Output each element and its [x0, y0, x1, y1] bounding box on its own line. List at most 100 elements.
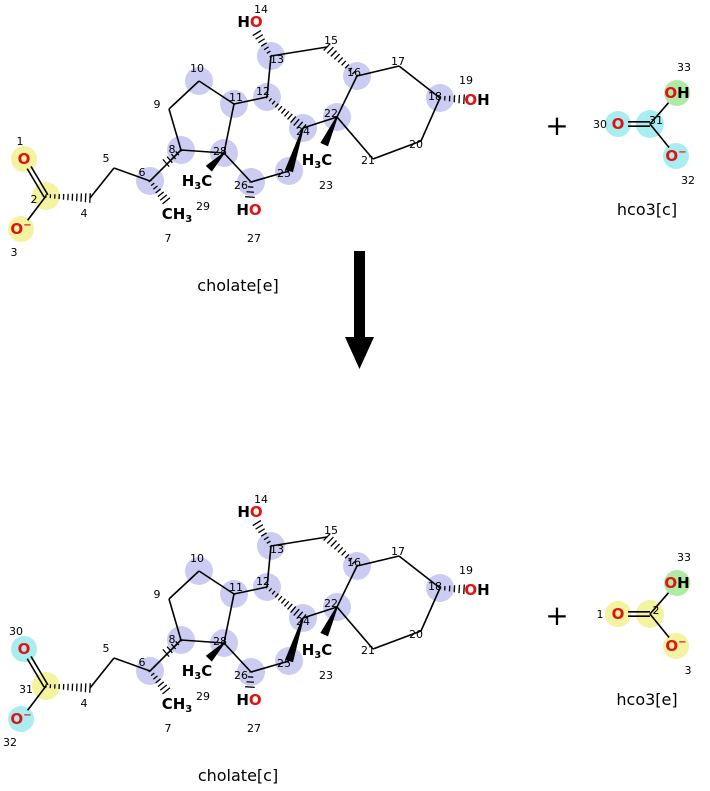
atom-map-number: 25 [277, 167, 291, 180]
atom-map-number: 15 [324, 34, 338, 47]
bond [168, 598, 182, 641]
atom-map-number: 13 [270, 543, 284, 556]
atom-map-number: 18 [428, 580, 442, 593]
hash-bond [271, 590, 276, 595]
hash-bond [290, 606, 297, 613]
reaction-arrow-icon [345, 251, 374, 369]
molecule-label-hco3-c: hco3[c] [617, 200, 677, 219]
hash-bond [155, 678, 162, 684]
bond [250, 170, 290, 183]
atom-symbol: HO [237, 13, 262, 31]
bond [372, 140, 422, 160]
hash-bond [266, 540, 271, 544]
hash-bond [277, 105, 283, 111]
hash-bond [333, 53, 341, 60]
bond [113, 167, 151, 182]
bond [30, 166, 49, 196]
atom-symbol: H3C [182, 172, 213, 192]
atom-symbol: O− [10, 220, 31, 238]
atom-map-number: 33 [677, 551, 691, 564]
atom-map-number: 5 [103, 642, 110, 655]
atom-map-number: 31 [649, 114, 663, 127]
atom-highlight-cyn [663, 143, 689, 169]
atom-symbol: OH [664, 574, 689, 592]
hash-bond [245, 686, 255, 689]
atom-map-number: 14 [254, 493, 268, 506]
hash-bond [162, 687, 171, 695]
atom-map-number: 28 [213, 635, 227, 648]
hash-bond [175, 641, 180, 646]
atom-highlight-grn [664, 570, 690, 596]
hash-bond [265, 585, 269, 589]
atom-symbol: CH3 [162, 695, 193, 715]
atom-map-number: 20 [409, 138, 423, 151]
bond [26, 168, 45, 198]
hash-bond [246, 191, 255, 193]
hash-bond [162, 158, 170, 168]
hash-bond [246, 681, 255, 683]
bond [649, 102, 670, 125]
plus-sign-top: + [545, 109, 568, 142]
hash-bond [170, 153, 177, 160]
atom-map-number: 20 [409, 628, 423, 641]
bond [270, 536, 328, 547]
hash-bond [258, 528, 266, 534]
atom-map-number: 2 [31, 193, 38, 206]
hash-bond [283, 600, 290, 607]
atom-map-number: 6 [139, 656, 146, 669]
atom-map-number: 11 [229, 91, 243, 104]
atom-map-number: 30 [593, 118, 607, 131]
atom-map-number: 17 [391, 545, 405, 558]
bond [168, 570, 200, 600]
bond [27, 195, 47, 221]
hash-bond [162, 197, 171, 205]
atom-highlight-grn [664, 80, 690, 106]
bond [398, 555, 441, 589]
bond [336, 75, 358, 118]
hash-bond [330, 540, 337, 547]
bond [223, 103, 235, 154]
hash-bond [341, 550, 347, 556]
hash-bond [258, 38, 266, 44]
atom-highlight-cyn [8, 706, 34, 732]
atom-map-number: 32 [3, 736, 17, 749]
bond [356, 555, 400, 567]
hash-bond [155, 188, 162, 194]
atom-map-number: 13 [270, 53, 284, 66]
hash-bond [260, 42, 267, 47]
atom-symbol: H3C [302, 641, 333, 661]
bond [27, 685, 47, 711]
hash-bond [274, 593, 279, 598]
hash-bond [463, 94, 465, 105]
bond [649, 123, 670, 148]
hash-bond [255, 34, 264, 40]
atom-map-number: 11 [229, 581, 243, 594]
atom-map-number: 22 [324, 597, 338, 610]
wedge-bond [205, 152, 225, 172]
atom-map-number: 8 [169, 633, 176, 646]
bond [420, 97, 441, 142]
atom-map-number: 7 [165, 232, 172, 245]
atom-map-number: 19 [459, 564, 473, 577]
atom-map-number: 6 [139, 166, 146, 179]
atom-symbol: O− [665, 147, 686, 165]
hash-bond [263, 46, 269, 51]
hash-bond [293, 608, 300, 616]
bond [149, 149, 182, 182]
atom-map-number: 27 [247, 722, 261, 735]
bond [372, 630, 422, 650]
bond [89, 167, 115, 199]
atom-symbol: OH [464, 91, 489, 109]
molecule-label-cholate-e: cholate[e] [197, 276, 278, 295]
atom-map-number: 32 [681, 174, 695, 187]
hash-bond [157, 191, 165, 198]
bond [266, 55, 272, 98]
bond [30, 656, 49, 686]
wedge-bond [285, 127, 304, 173]
atom-map-number: 8 [169, 143, 176, 156]
atom-map-number: 7 [165, 722, 172, 735]
atom-map-number: 1 [17, 135, 24, 148]
atom-map-number: 25 [277, 657, 291, 670]
hash-bond [337, 547, 344, 553]
